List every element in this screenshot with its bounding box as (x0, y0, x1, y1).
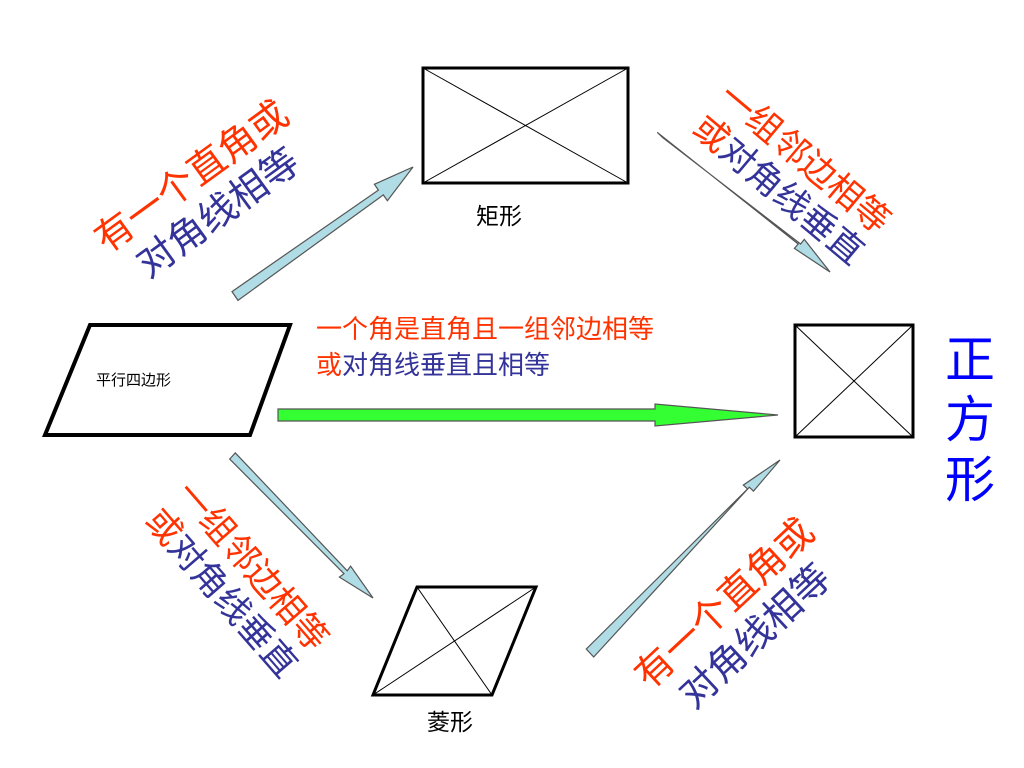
parallelogram-shape (42, 323, 293, 437)
rectangle-shape (421, 66, 630, 185)
arrow-to-rhombus (228, 452, 374, 599)
direct-condition-text: 一个角是直角且一组邻边相等 (316, 315, 655, 345)
arrow-to-rectangle (231, 166, 414, 302)
square-label: 正 方 形 (940, 330, 1000, 510)
arrow-rectangle-to-square (656, 131, 831, 273)
rhombus-label: 菱形 (427, 710, 473, 736)
square-label-char: 形 (945, 451, 995, 509)
direct-condition-line2: 或对角线垂直且相等 (316, 351, 551, 382)
direct-condition-prefix: 或 (316, 351, 343, 381)
rhombus-shape (370, 585, 539, 697)
parallelogram-label: 平行四边形 (96, 371, 172, 389)
arrow-rhombus-to-square (585, 459, 781, 658)
rectangle-label: 矩形 (476, 204, 522, 230)
direct-condition-line1: 一个角是直角且一组邻边相等 (316, 315, 655, 346)
square-label-char: 方 (945, 391, 995, 449)
square-label-char: 正 (945, 331, 995, 389)
square-shape (793, 323, 915, 439)
direct-condition-text: 对角线垂直且相等 (342, 351, 551, 381)
arrow-direct-to-square (277, 403, 779, 427)
